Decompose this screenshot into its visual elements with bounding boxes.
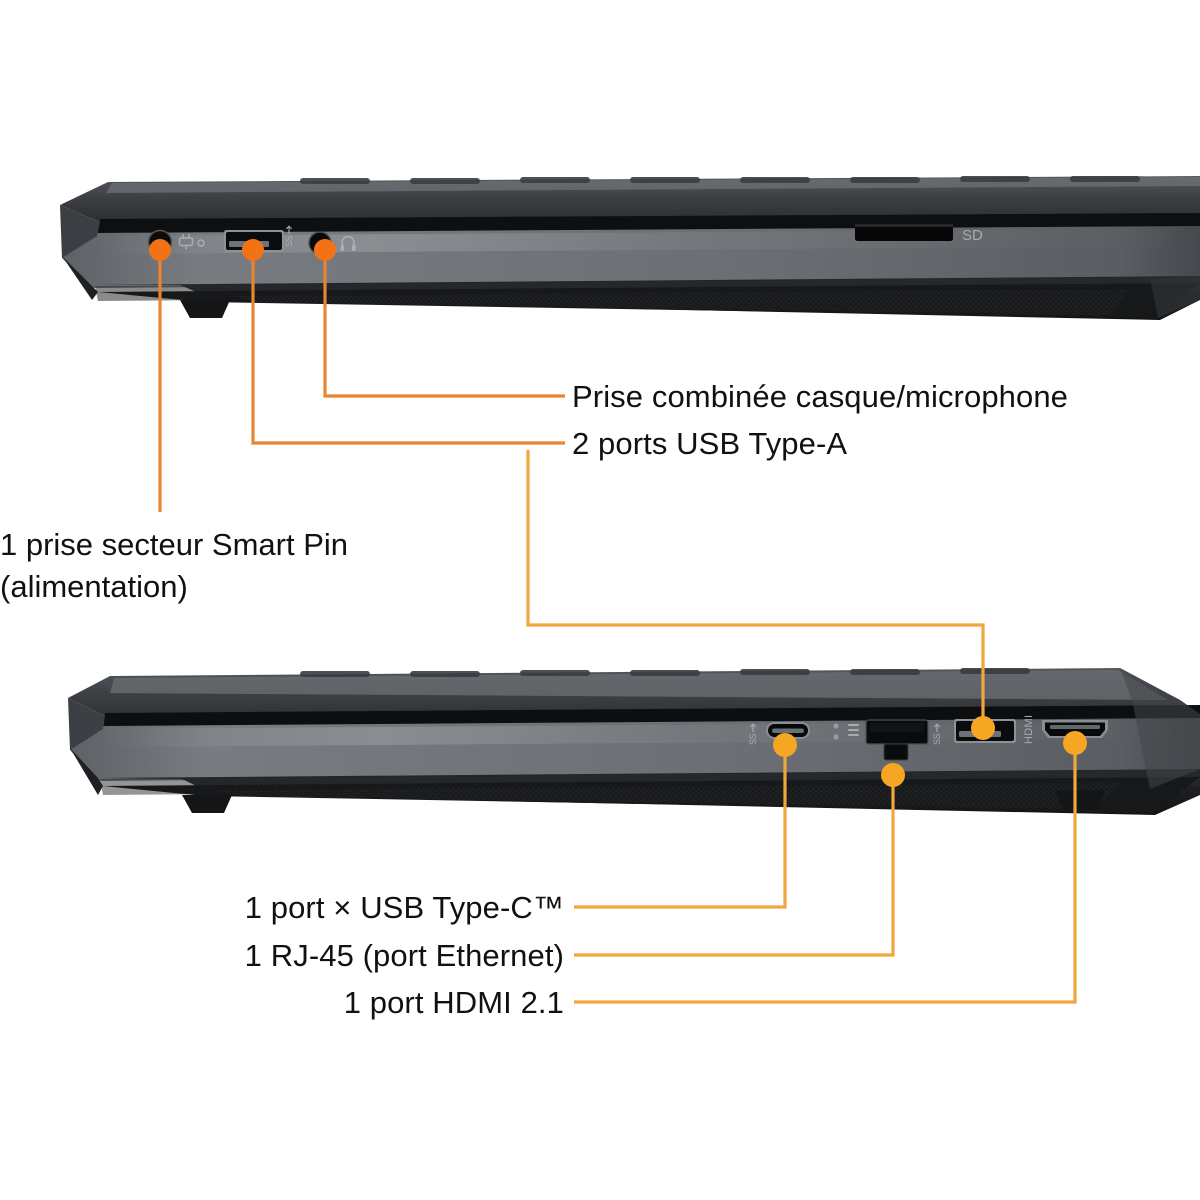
usb-c-superspeed-icon: SS bbox=[748, 723, 758, 745]
laptop-right-side-view: SS bbox=[68, 668, 1200, 815]
rj45-ethernet-port bbox=[865, 719, 929, 761]
callout-dots-bottom bbox=[773, 716, 1087, 787]
callout-dots-top bbox=[149, 239, 336, 261]
callout-label-combo-jack: Prise combinée casque/microphone bbox=[572, 379, 1069, 414]
usb-superspeed-icon-right: SS bbox=[932, 723, 942, 745]
headset-icon bbox=[340, 235, 356, 251]
sd-card-slot bbox=[855, 224, 953, 241]
svg-text:SS: SS bbox=[284, 235, 294, 247]
leader-usb-a-branch bbox=[526, 450, 985, 722]
callout-label-power-line1: 1 prise secteur Smart Pin bbox=[0, 527, 349, 562]
usb-superspeed-icon: SS bbox=[284, 225, 294, 247]
callout-label-power: 1 prise secteur Smart Pin (alimentation) bbox=[0, 524, 540, 608]
callout-label-usb-a: 2 ports USB Type-A bbox=[572, 426, 848, 461]
power-plug-icon bbox=[178, 234, 194, 250]
sd-slot-label: SD bbox=[962, 227, 983, 244]
callout-dot-usb-a-right bbox=[971, 716, 995, 740]
ethernet-icon bbox=[848, 724, 859, 736]
leader-rj45 bbox=[574, 772, 895, 957]
callout-dot-combo-jack bbox=[314, 239, 336, 261]
callout-dot-usb-c bbox=[773, 733, 797, 757]
usb-c-port bbox=[766, 722, 810, 739]
callout-label-power-line2: (alimentation) bbox=[0, 569, 188, 604]
callout-dot-usb-a bbox=[242, 239, 264, 261]
callout-label-usb-c: 1 port × USB Type-C™ bbox=[244, 890, 564, 925]
leader-combo-jack bbox=[323, 252, 565, 398]
svg-text:SS: SS bbox=[932, 733, 942, 745]
leader-lines-top bbox=[158, 252, 565, 512]
callout-dot-hdmi bbox=[1063, 731, 1087, 755]
leader-usb-a bbox=[251, 252, 565, 445]
leader-hdmi bbox=[574, 740, 1077, 1004]
callout-dot-power bbox=[149, 239, 171, 261]
laptop-left-side-view: SS SD bbox=[60, 176, 1200, 320]
status-led-icon bbox=[833, 723, 839, 740]
leader-usb-c bbox=[574, 745, 787, 909]
hdmi-port bbox=[1042, 720, 1108, 738]
svg-text:HDMI: HDMI bbox=[1023, 715, 1035, 744]
svg-text:SS: SS bbox=[748, 733, 758, 745]
callout-label-hdmi: 1 port HDMI 2.1 bbox=[343, 985, 564, 1020]
hdmi-slot-label: HDMI bbox=[1023, 715, 1035, 744]
callout-label-rj45: 1 RJ-45 (port Ethernet) bbox=[244, 938, 564, 973]
callout-dot-rj45 bbox=[881, 763, 905, 787]
leader-lines-bottom bbox=[574, 740, 1077, 1004]
